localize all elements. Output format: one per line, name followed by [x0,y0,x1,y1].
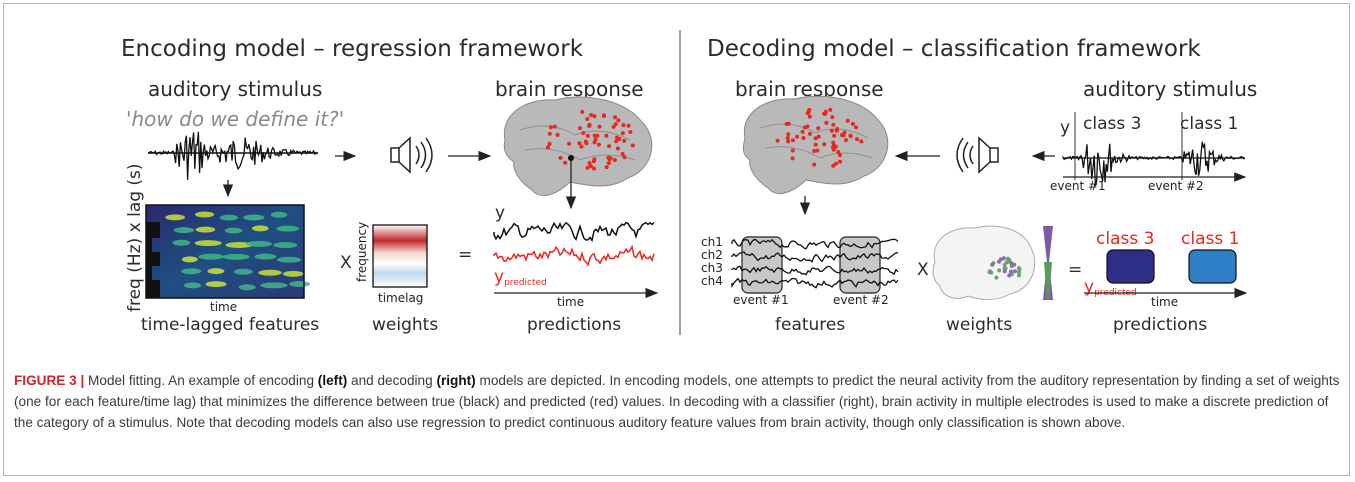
channel-label-2: ch2 [701,248,723,262]
stim-event1-label: event #1 [1050,179,1106,193]
pred-class1-box [1188,249,1237,284]
weights-brain-icon [932,225,1036,300]
speaker-icon [390,136,433,174]
brain-icon-2 [742,95,889,195]
decoding-title: Decoding model – classification framewor… [707,36,1201,62]
caption-text-1: Model fitting. An example of encoding [84,373,318,388]
encoding-waveform [147,131,318,180]
equals-symbol: = [458,245,472,265]
channel-label-3: ch3 [701,261,723,275]
stim-event2-label: event #2 [1148,179,1204,193]
caption-text-2: and decoding [347,373,437,388]
encoding-stimulus-label: auditory stimulus [148,77,322,101]
encoding-stimulus-question: 'how do we define it?' [126,107,344,131]
pred-class3-box [1106,249,1155,284]
stim-class1-label: class 1 [1180,114,1238,134]
speaker-icon-2 [956,136,999,174]
y-predicted-label: ypredicted [494,267,547,288]
multiply-symbol: X [340,253,352,273]
caption-left: (left) [317,373,348,388]
decoding-features-label: features [775,315,845,335]
decoding-predictions-label: predictions [1113,315,1207,335]
figure-caption: FIGURE 3 | Model fitting. An example of … [14,370,1340,433]
features-ylabel: freq (Hz) x lag (s) [125,163,145,312]
stim-class3-label: class 3 [1083,114,1141,134]
pred-class3-label: class 3 [1096,229,1154,249]
weights-label: weights [372,315,438,335]
figure-illustration: Encoding model – regression framework au… [121,30,1257,335]
decoding-waveform [1062,141,1245,187]
channel-features [731,236,899,294]
decoding-equals: = [1068,260,1082,280]
caption-right: (right) [436,373,476,388]
decoding-stimulus-label: auditory stimulus [1083,77,1257,101]
decoding-weights-label: weights [946,315,1012,335]
features-time-label: time [210,300,237,314]
predicted-response-trace [493,244,655,267]
time-lagged-spectrogram [145,204,311,299]
pred-time-label: time [557,295,584,309]
weights-ylabel: frequency [355,222,369,282]
features-event2-label: event #2 [833,293,889,307]
weights-colorbar [1043,226,1053,300]
stim-y-label: y [1060,118,1070,138]
channel-label-1: ch1 [701,235,723,249]
true-response-trace [493,221,655,243]
caption-text-3: models are depicted. In encoding models,… [14,373,1340,430]
weights-heatmap [372,224,428,288]
pred-class1-label: class 1 [1181,229,1239,249]
channel-label-4: ch4 [701,274,723,288]
decoding-multiply: X [917,260,929,280]
y-label: y [495,203,505,223]
brain-icon [503,96,653,197]
weights-xlabel: timelag [378,291,423,305]
encoding-title: Encoding model – regression framework [121,36,584,62]
figure-label: FIGURE 3 | [14,373,85,388]
decoding-time-label: time [1151,295,1178,309]
predictions-label: predictions [527,315,621,335]
features-label: time-lagged features [141,315,319,335]
features-event1-label: event #1 [733,293,789,307]
